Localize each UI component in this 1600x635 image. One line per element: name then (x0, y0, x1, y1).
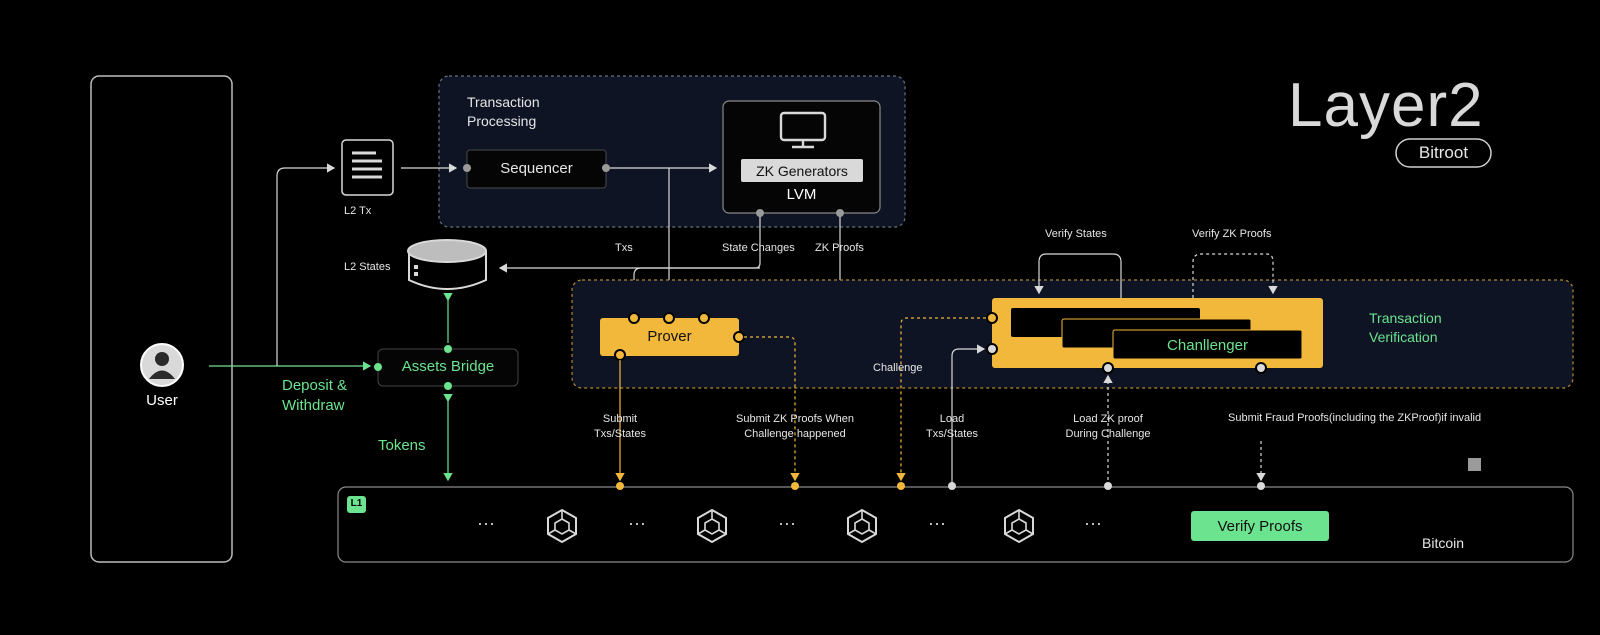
l2-states-label: L2 States (344, 261, 391, 273)
deposit-line2: Withdraw (282, 397, 345, 414)
ellipsis-4: ··· (928, 513, 946, 533)
ellipsis-2: ··· (628, 513, 646, 533)
monitor-icon (779, 111, 827, 149)
l2-tx-label: L2 Tx (344, 205, 372, 217)
load-zk-line2: During Challenge (1065, 428, 1151, 440)
processing-title-line1: Transaction (467, 94, 540, 110)
tokens-label: Tokens (378, 437, 426, 454)
l1-badge (347, 496, 366, 513)
fraud-proofs-label: Submit Fraud Proofs(including the ZKProo… (1228, 412, 1482, 424)
assets-bridge-label: Assets Bridge (401, 358, 495, 375)
verify-proofs-label: Verify Proofs (1217, 518, 1303, 535)
ellipsis-3: ··· (778, 513, 796, 533)
challenge-label: Challenge (873, 362, 923, 374)
layer2-title: Layer2 (1288, 71, 1484, 140)
verify-proofs-button[interactable] (1191, 511, 1329, 541)
ellipsis-5: ··· (1084, 513, 1102, 533)
zk-generators-chip[interactable] (741, 159, 863, 182)
zk-generators-label: ZK Generators (756, 163, 848, 179)
zk-proofs-label: ZK Proofs (815, 242, 864, 254)
submit-txs-states-label: Submit Txs/States (580, 412, 660, 442)
challenger-box[interactable] (1112, 329, 1303, 360)
verification-title-line1: Transaction (1369, 310, 1442, 326)
load-zk-proof-label: Load ZK proof During Challenge (1048, 412, 1168, 442)
deposit-line1: Deposit & (282, 377, 348, 394)
deposit-withdraw-label: Deposit & Withdraw (282, 376, 347, 416)
user-column (90, 75, 233, 563)
bitroot-label: Bitroot (1418, 143, 1469, 162)
document-icon (341, 139, 394, 196)
submit-zk-proofs-label: Submit ZK Proofs When Challenge happened (725, 412, 865, 442)
sequencer-label: Sequencer (500, 160, 573, 177)
processing-title-line2: Processing (467, 113, 537, 129)
user-label: User (146, 392, 178, 409)
square-marker-icon (1468, 458, 1481, 471)
bitcoin-label: Bitcoin (1422, 535, 1465, 551)
lvm-label: LVM (786, 186, 817, 203)
bitroot-badge (1395, 138, 1492, 168)
verify-zk-proofs-label: Verify ZK Proofs (1192, 228, 1272, 240)
verify-states-label: Verify States (1045, 228, 1107, 240)
lvm-box[interactable] (722, 100, 881, 214)
submit-zk-line1: Submit ZK Proofs When (736, 413, 854, 425)
prover-label: Prover (647, 328, 692, 345)
load-line1: Load (939, 413, 965, 425)
challenger-label: Chanllenger (1167, 337, 1248, 354)
transaction-verification-title: Transaction Verification (1369, 309, 1442, 347)
submit-line2: Txs/States (594, 428, 646, 440)
ellipsis-1: ··· (477, 513, 495, 533)
load-txs-states-label: Load Txs/States (912, 412, 992, 442)
submit-zk-line2: Challenge happened (744, 428, 846, 440)
load-zk-line1: Load ZK proof (1073, 413, 1143, 425)
database-icon (407, 239, 487, 290)
l1-badge-label: L1 (350, 498, 363, 509)
prover-box[interactable] (600, 318, 739, 356)
transaction-processing-title: Transaction Processing (467, 93, 540, 131)
user-avatar-icon (140, 343, 184, 387)
submit-line1: Submit (602, 413, 638, 425)
load-line2: Txs/States (926, 428, 978, 440)
verification-title-line2: Verification (1369, 329, 1438, 345)
txs-label: Txs (615, 242, 633, 254)
state-changes-label: State Changes (722, 242, 795, 254)
